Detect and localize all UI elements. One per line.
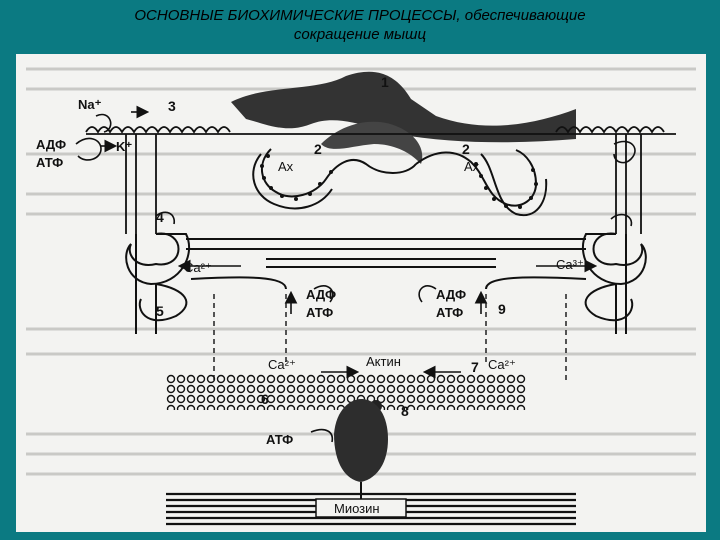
label-num-9: 9 bbox=[498, 301, 506, 317]
label-adf-mid-right: АДФ bbox=[436, 287, 466, 302]
label-adf-left: АДФ bbox=[36, 137, 66, 152]
myosin-head bbox=[310, 399, 388, 499]
label-ca-bottom-right: Ca²⁺ bbox=[488, 357, 516, 372]
diagram-svg: Na⁺ K⁺ АДФ АТФ 1 2 2 3 4 5 6 7 8 9 Ах Ах… bbox=[26, 67, 696, 526]
label-num-2b: 2 bbox=[462, 141, 470, 157]
label-k: K⁺ bbox=[116, 139, 132, 154]
title-line-1: ОСНОВНЫЕ БИОХИМИЧЕСКИЕ ПРОЦЕССЫ, обеспеч… bbox=[134, 7, 586, 24]
synaptic-cleft bbox=[252, 148, 548, 217]
receptor-dots bbox=[260, 154, 538, 209]
label-ca-bottom-left: Ca²⁺ bbox=[268, 357, 296, 372]
label-na: Na⁺ bbox=[78, 97, 102, 112]
label-atf-left: АТФ bbox=[36, 155, 63, 170]
label-ax-left: Ах bbox=[278, 159, 294, 174]
label-ax-right: Ах bbox=[464, 159, 480, 174]
myosin-label-box bbox=[315, 498, 407, 518]
label-adf-mid-left: АДФ bbox=[306, 287, 336, 302]
nerve-terminal bbox=[231, 71, 576, 164]
label-myosin: Миозин bbox=[334, 501, 380, 516]
actin-filament bbox=[166, 374, 526, 412]
label-num-2a: 2 bbox=[314, 141, 322, 157]
flow-arrows bbox=[101, 105, 598, 379]
label-ca-left: Ca²⁺ bbox=[184, 260, 212, 275]
muscle-contraction-diagram: Na⁺ K⁺ АДФ АТФ 1 2 2 3 4 5 6 7 8 9 Ах Ах… bbox=[16, 54, 706, 532]
label-atf-bottom: АТФ bbox=[266, 432, 293, 447]
label-num-3: 3 bbox=[168, 98, 176, 114]
title-line-2: сокращение мышц bbox=[293, 26, 427, 43]
sarcoplasmic-reticulum bbox=[125, 232, 647, 334]
sarcolemma-membrane bbox=[85, 126, 676, 234]
dashed-guides bbox=[213, 294, 567, 384]
label-num-8: 8 bbox=[401, 403, 409, 419]
slide-title: ОСНОВНЫЕ БИОХИМИЧЕСКИЕ ПРОЦЕССЫ, обеспеч… bbox=[0, 6, 720, 44]
label-ca-right: Ca³⁺ bbox=[556, 257, 584, 272]
label-actin: Актин bbox=[366, 354, 401, 369]
label-atf-mid-right: АТФ bbox=[436, 305, 463, 320]
label-num-6: 6 bbox=[261, 391, 269, 407]
label-num-7: 7 bbox=[471, 359, 479, 375]
label-num-5: 5 bbox=[156, 303, 164, 319]
label-atf-mid-left: АТФ bbox=[306, 305, 333, 320]
label-num-4: 4 bbox=[156, 209, 164, 225]
label-num-1: 1 bbox=[381, 74, 389, 90]
cycle-arrows bbox=[75, 113, 636, 303]
